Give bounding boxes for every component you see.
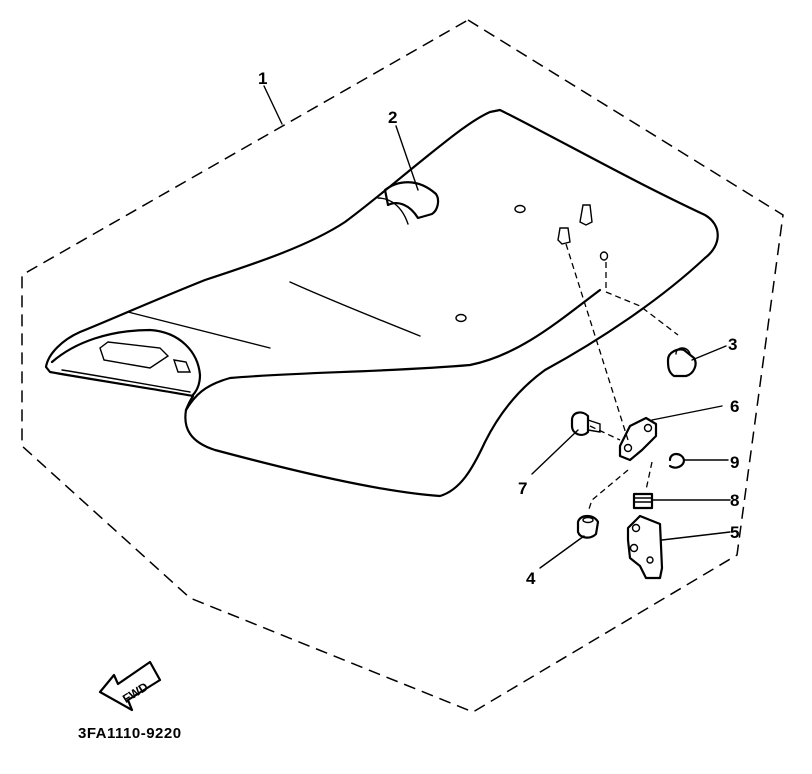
seat-strap-band — [377, 197, 409, 225]
part-spring — [632, 492, 654, 510]
seat-contour-line — [289, 281, 421, 337]
seat-mount-hole — [599, 251, 609, 261]
part-damper — [666, 347, 697, 378]
seat-rear-cutout-inner — [61, 369, 191, 393]
seat-rear-cutout — [50, 328, 202, 398]
part-label-8: 8 — [730, 491, 739, 510]
part-collar — [576, 514, 600, 539]
assembly-leader — [645, 461, 653, 491]
fwd-arrow: FWD — [98, 660, 162, 712]
drawing-code: 3FA1110-9220 — [78, 725, 182, 742]
seat-mount-slot — [557, 227, 571, 245]
part-lock-assembly — [626, 514, 664, 580]
assembly-leader — [605, 262, 679, 336]
part-lock-plate — [618, 416, 658, 462]
seat-side-panel — [184, 288, 602, 412]
part-label-7: 7 — [518, 479, 527, 498]
seat-mount-slot — [579, 204, 593, 226]
label-leaders — [263, 85, 731, 569]
seat-recess-small — [172, 359, 192, 373]
seat-contour-line — [127, 311, 271, 349]
assembly-leader — [587, 469, 629, 513]
part-bolt — [570, 411, 601, 436]
seat-mount-hole — [514, 204, 526, 214]
seat-strap — [383, 181, 440, 220]
part-label-9: 9 — [730, 453, 739, 472]
assembly-leader — [589, 425, 621, 441]
part-label-4: 4 — [526, 569, 536, 588]
part-label-5: 5 — [730, 523, 739, 542]
part-label-1: 1 — [258, 69, 267, 88]
part-label-6: 6 — [730, 397, 739, 416]
seat-recess — [99, 341, 170, 369]
seat-mount-hole — [455, 313, 467, 323]
part-label-3: 3 — [728, 335, 737, 354]
part-clip — [668, 452, 686, 469]
part-label-2: 2 — [388, 108, 397, 127]
assembly-leader — [565, 243, 629, 441]
fwd-label: FWD — [120, 679, 151, 706]
seat-outline — [44, 108, 719, 498]
assembly-boundary — [21, 19, 784, 713]
